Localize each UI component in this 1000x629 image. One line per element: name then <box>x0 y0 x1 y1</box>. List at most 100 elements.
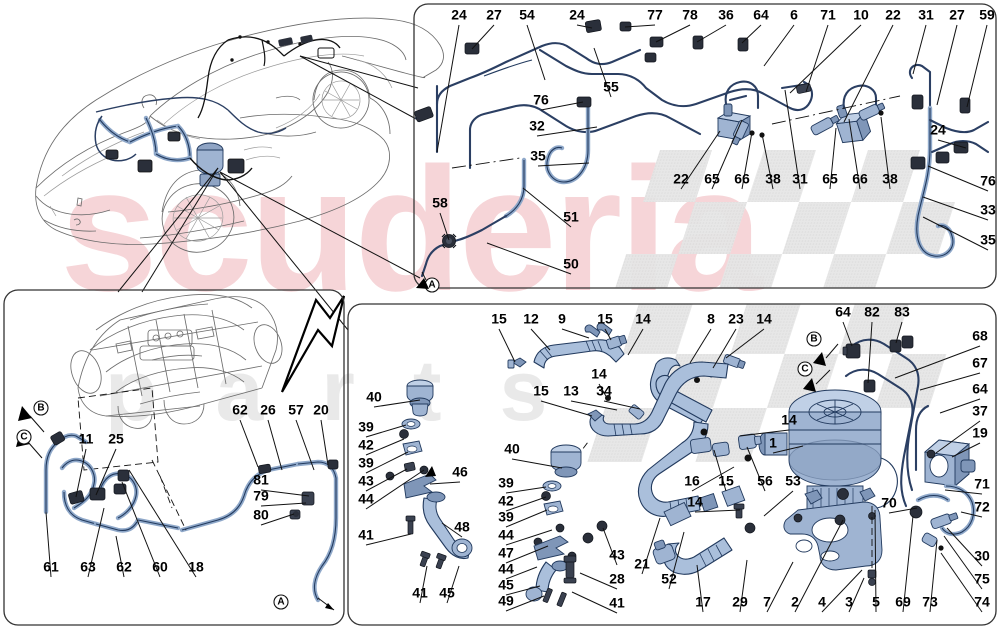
ref-mark-b-label-2: B <box>810 334 817 345</box>
callout-leader <box>365 451 409 474</box>
callout-leader <box>946 527 983 567</box>
callout-leader <box>419 565 428 604</box>
callout-leader <box>598 383 608 399</box>
callout-number: 41 <box>412 585 428 601</box>
callout-number: 40 <box>366 389 382 405</box>
callout-number: 75 <box>974 571 990 587</box>
ref-mark-a-label-2: A <box>277 597 284 608</box>
callout-leader <box>75 448 87 498</box>
callout-leader <box>486 242 572 275</box>
callout-leader <box>951 442 981 458</box>
callout-leader <box>874 509 877 613</box>
callout-number: 5 <box>872 594 880 610</box>
callout-leader <box>260 513 295 526</box>
callout-number: 57 <box>288 402 304 418</box>
callout-leader <box>794 519 844 613</box>
callout-leader <box>530 328 551 351</box>
callout-leader <box>691 466 735 492</box>
callout-leader <box>829 127 837 190</box>
callout-leader <box>741 131 753 190</box>
ref-mark-b-bottom-left: B <box>33 400 49 416</box>
callout-number: 39 <box>498 475 514 491</box>
callout-leader <box>267 419 283 471</box>
callout-leader <box>540 101 584 111</box>
ref-mark-b-bottom-right: B <box>806 331 822 347</box>
callout-leader <box>498 328 516 363</box>
callout-number: 83 <box>894 304 910 320</box>
callout-number: 37 <box>972 403 988 419</box>
callout-number: 66 <box>734 171 750 187</box>
ref-mark-c-label-2: C <box>801 364 808 375</box>
callout-number: 61 <box>43 559 59 575</box>
callout-number: 81 <box>253 472 269 488</box>
callout-number: 73 <box>922 594 938 610</box>
callout-leader <box>919 372 981 391</box>
callout-leader <box>895 321 903 344</box>
callout-number: 52 <box>661 571 677 587</box>
callout-number: 15 <box>533 383 549 399</box>
callout-number: 66 <box>852 171 868 187</box>
callout-leader <box>763 24 795 67</box>
callout-number: 43 <box>358 473 374 489</box>
callout-leader <box>848 577 865 613</box>
valve-body-right <box>923 439 976 487</box>
callout-leader <box>505 566 538 580</box>
callout-leader <box>624 24 656 28</box>
callout-number: 65 <box>704 171 720 187</box>
callout-number: 17 <box>695 594 711 610</box>
callout-leader <box>746 446 766 492</box>
callout-leader <box>121 481 161 578</box>
callout-number: 77 <box>647 7 663 23</box>
callout-leader <box>766 561 794 613</box>
callout-number: 16 <box>684 473 700 489</box>
callout-leader <box>843 24 894 123</box>
callout-number: 22 <box>885 7 901 23</box>
callout-number: 53 <box>785 473 801 489</box>
callout-number: 11 <box>79 431 94 447</box>
callout-number: 67 <box>972 355 988 371</box>
callout-leader <box>505 585 541 596</box>
ref-mark-c-bottom-left: C <box>16 429 32 445</box>
callout-number: 35 <box>530 148 546 164</box>
callout-leader <box>689 328 712 364</box>
callout-number: 72 <box>974 499 990 515</box>
callout-leader <box>772 445 804 454</box>
callout-leader <box>713 449 727 492</box>
callout-number: 35 <box>980 232 996 248</box>
callout-number: 69 <box>895 594 911 610</box>
callout-leader <box>260 489 310 497</box>
callout-leader <box>439 212 450 241</box>
callout-number: 1 <box>769 435 777 451</box>
callout-leader <box>880 116 891 190</box>
ref-arrow-b <box>18 406 45 433</box>
callout-leader <box>848 118 861 190</box>
callout-number: 71 <box>974 476 990 492</box>
callout-leader <box>429 481 461 485</box>
callout-leader <box>940 552 983 613</box>
callout-leader <box>603 400 641 410</box>
callout-leader <box>929 539 938 613</box>
callout-number: 9 <box>558 311 566 327</box>
callout-leader <box>936 24 958 106</box>
callout-number: 21 <box>634 556 650 572</box>
callout-number: 24 <box>451 7 467 23</box>
callout-number: 47 <box>498 545 514 561</box>
callout-leader <box>295 419 315 471</box>
vehicle-harness <box>94 34 341 187</box>
callout-number: 68 <box>972 328 988 344</box>
callout-leader <box>741 24 762 44</box>
secondary-air-pump <box>758 389 898 537</box>
callout-leader <box>739 429 790 437</box>
callout-leader <box>922 196 989 221</box>
callout-number: 39 <box>498 509 514 525</box>
callout-number: 15 <box>597 311 613 327</box>
callout-number: 23 <box>728 311 744 327</box>
ref-arrow-c-br <box>803 369 831 392</box>
callout-leader <box>365 438 405 456</box>
callout-number: 58 <box>432 195 448 211</box>
callout-number: 38 <box>882 171 898 187</box>
callout-number: 40 <box>504 441 520 457</box>
